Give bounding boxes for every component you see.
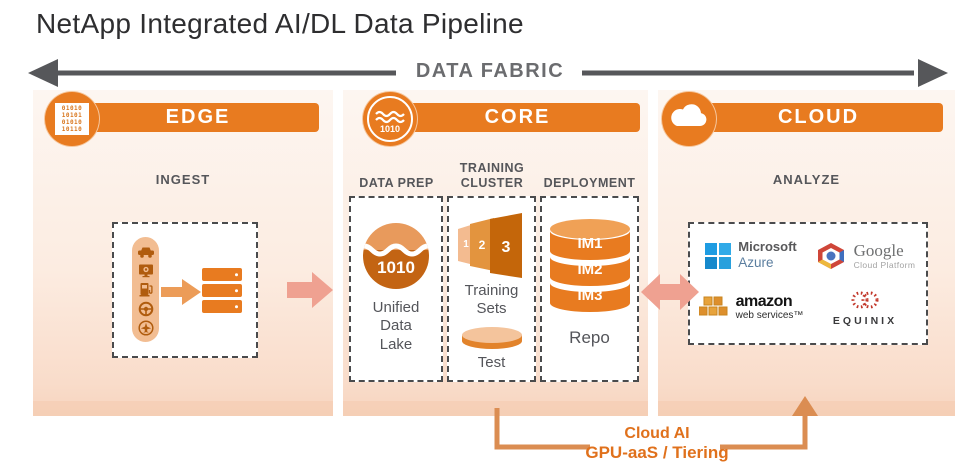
azure-line2: Azure [738, 255, 774, 271]
data-prep-box: 1010 Unified Data Lake [349, 196, 443, 382]
provider-google-cloud: Google Cloud Platform [815, 240, 916, 270]
data-fabric-arrow [28, 59, 948, 87]
training-cluster-label: TRAINING CLUSTER [459, 161, 525, 190]
core-header-label: CORE [484, 106, 551, 128]
core-section: CORE 1010 DATA PREP TRAINING CLUSTER DEP… [343, 90, 648, 416]
set-number-2: 2 [478, 238, 485, 252]
deployment-label: DEPLOYMENT [543, 176, 636, 190]
airplane-icon [137, 320, 154, 336]
provider-equinix: EQUINIX [833, 288, 897, 327]
edge-to-core-arrow-icon [287, 272, 333, 308]
car-icon [137, 247, 154, 258]
equinix-label: EQUINIX [832, 314, 898, 327]
repo-band-3: IM3 [577, 287, 602, 304]
data-wave-icon-art: 1010 [367, 96, 413, 142]
test-caption: Test [477, 353, 506, 371]
deployment-box: IM1 IM2 IM3 Repo [540, 196, 639, 382]
binary-code-text: 01010 10101 01010 10110 [55, 103, 89, 135]
aws-logo [698, 296, 728, 316]
repo-band-2: IM2 [577, 261, 602, 278]
microsoft-azure-logo [705, 242, 732, 269]
core-badge-label: 1010 [380, 124, 400, 134]
set-number-1: 1 [463, 239, 469, 250]
core-header-bar: CORE [395, 103, 640, 132]
analyze-box: Microsoft Azure Google Cloud Platfor [688, 222, 928, 345]
training-cluster-box: 1 2 3 Training Sets Test [447, 196, 536, 382]
data-sources-pill [132, 237, 159, 342]
edge-section: EDGE 01010 10101 01010 10110 INGEST [33, 90, 333, 416]
repo-band-1: IM1 [577, 235, 602, 252]
data-prep-label: DATA PREP [359, 176, 434, 190]
steering-wheel-icon [138, 301, 153, 316]
aws-line2: web services™ [735, 309, 804, 321]
page-title: NetApp Integrated AI/DL Data Pipeline [36, 8, 524, 39]
edge-header-label: EDGE [165, 106, 231, 128]
cloud-header-label: CLOUD [777, 106, 860, 128]
data-lake-icon: 1010 [363, 223, 429, 289]
ingest-arrow-icon [161, 279, 201, 305]
provider-aws: amazon web services™ [698, 292, 804, 321]
cloud-section: CLOUD ANALYZE Microsoft Azure [658, 90, 955, 416]
server-stack-icon [202, 265, 242, 316]
repo-caption: Repo [569, 328, 610, 347]
cloud-ai-connector-line [494, 396, 818, 450]
google-cloud-platform-logo [817, 242, 844, 269]
ingest-box [112, 222, 258, 358]
cloud-providers-grid: Microsoft Azure Google Cloud Platfor [690, 224, 926, 343]
lake-label: 1010 [377, 258, 415, 277]
azure-line1: Microsoft [738, 239, 797, 255]
training-sets-caption: Training Sets [464, 282, 519, 318]
binary-code-icon: 01010 10101 01010 10110 [45, 92, 99, 146]
training-sets-icon: 1 2 3 [457, 213, 522, 278]
edge-stage-label: INGEST [155, 172, 211, 187]
camera-monitor-icon [138, 264, 153, 278]
cloud-icon-art [671, 104, 707, 126]
provider-azure: Microsoft Azure [705, 239, 797, 271]
core-cloud-double-arrow-icon [641, 274, 699, 310]
google-line2: Cloud Platform [853, 259, 916, 270]
repo-database-icon: IM1 IM2 IM3 [549, 219, 630, 312]
server-bar [202, 300, 242, 313]
edge-header-bar: EDGE [77, 103, 319, 132]
data-lake-caption: Unified Data Lake [372, 299, 420, 353]
set-number-3: 3 [501, 239, 510, 256]
data-fabric-label: DATA FABRIC [415, 60, 565, 82]
cloud-ai-line2: GPU-aaS / Tiering [585, 443, 729, 462]
data-wave-icon: 1010 [363, 92, 417, 146]
server-bar [202, 284, 242, 297]
google-line1: Google [853, 240, 904, 260]
test-disk-icon [461, 326, 522, 349]
fuel-pump-icon [139, 283, 153, 297]
cloud-ai-label: Cloud AI GPU-aaS / Tiering [567, 424, 747, 463]
equinix-logo [851, 291, 879, 309]
cloud-stage-label: ANALYZE [772, 172, 841, 187]
aws-line1: amazon [735, 292, 793, 310]
cloud-header-bar: CLOUD [694, 103, 943, 132]
server-bar [202, 268, 242, 281]
cloud-ai-line1: Cloud AI [624, 425, 690, 442]
cloud-icon [662, 92, 716, 146]
